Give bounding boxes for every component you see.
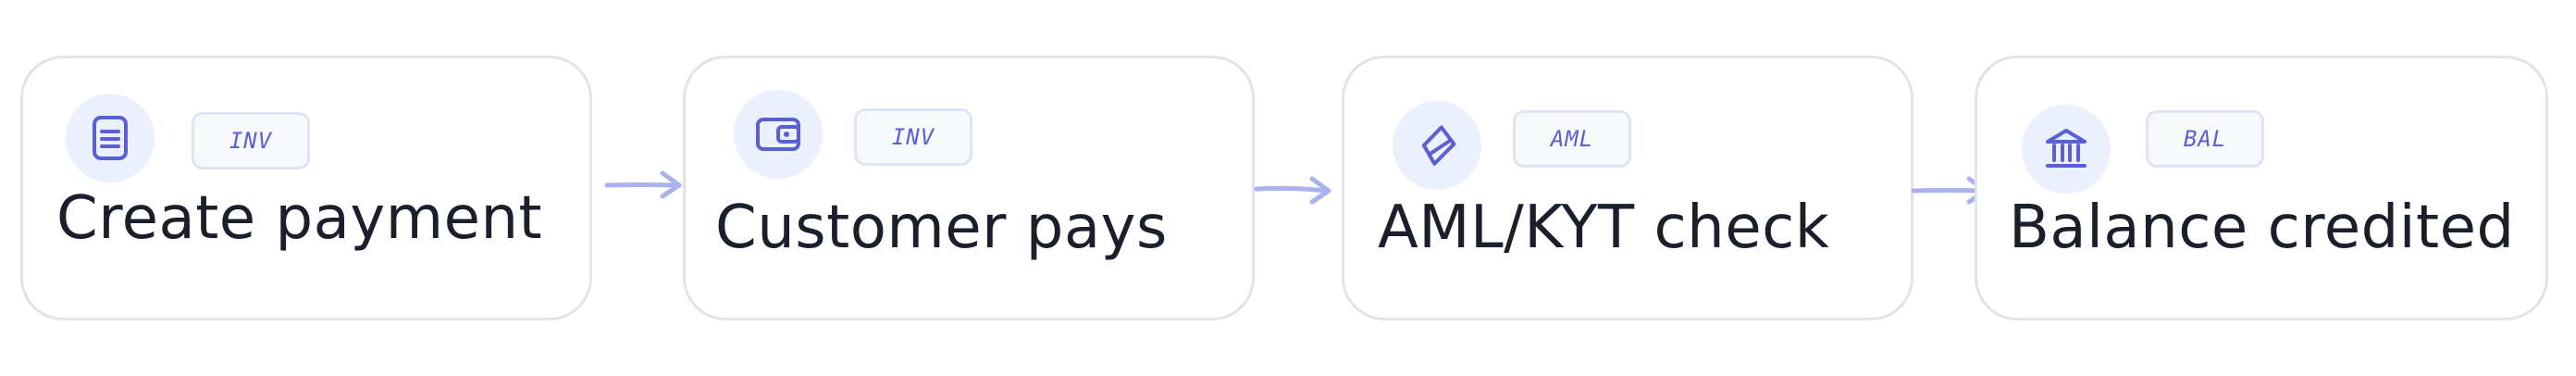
step-badge: BAL: [2146, 110, 2264, 168]
flow-arrow: [1254, 176, 1331, 205]
step-aml-kyt-check: AML AML/KYT check: [1342, 56, 1913, 320]
tag-icon: [1393, 101, 1481, 190]
step-title: Balance credited: [2009, 194, 2515, 262]
step-create-payment: INV Create payment: [20, 56, 592, 320]
receipt-icon: [66, 94, 155, 182]
step-title: AML/KYT check: [1378, 194, 1830, 262]
step-title: Create payment: [56, 184, 543, 253]
step-balance-credited: BAL Balance credited: [1975, 56, 2548, 320]
step-badge: INV: [192, 112, 310, 169]
wallet-icon: [734, 90, 823, 179]
step-customer-pays: INV Customer pays: [683, 56, 1255, 320]
step-title: Customer pays: [715, 194, 1168, 262]
step-badge: INV: [854, 108, 972, 166]
bank-icon: [2022, 105, 2111, 194]
flow-arrow: [604, 170, 682, 199]
step-badge: AML: [1513, 110, 1631, 168]
